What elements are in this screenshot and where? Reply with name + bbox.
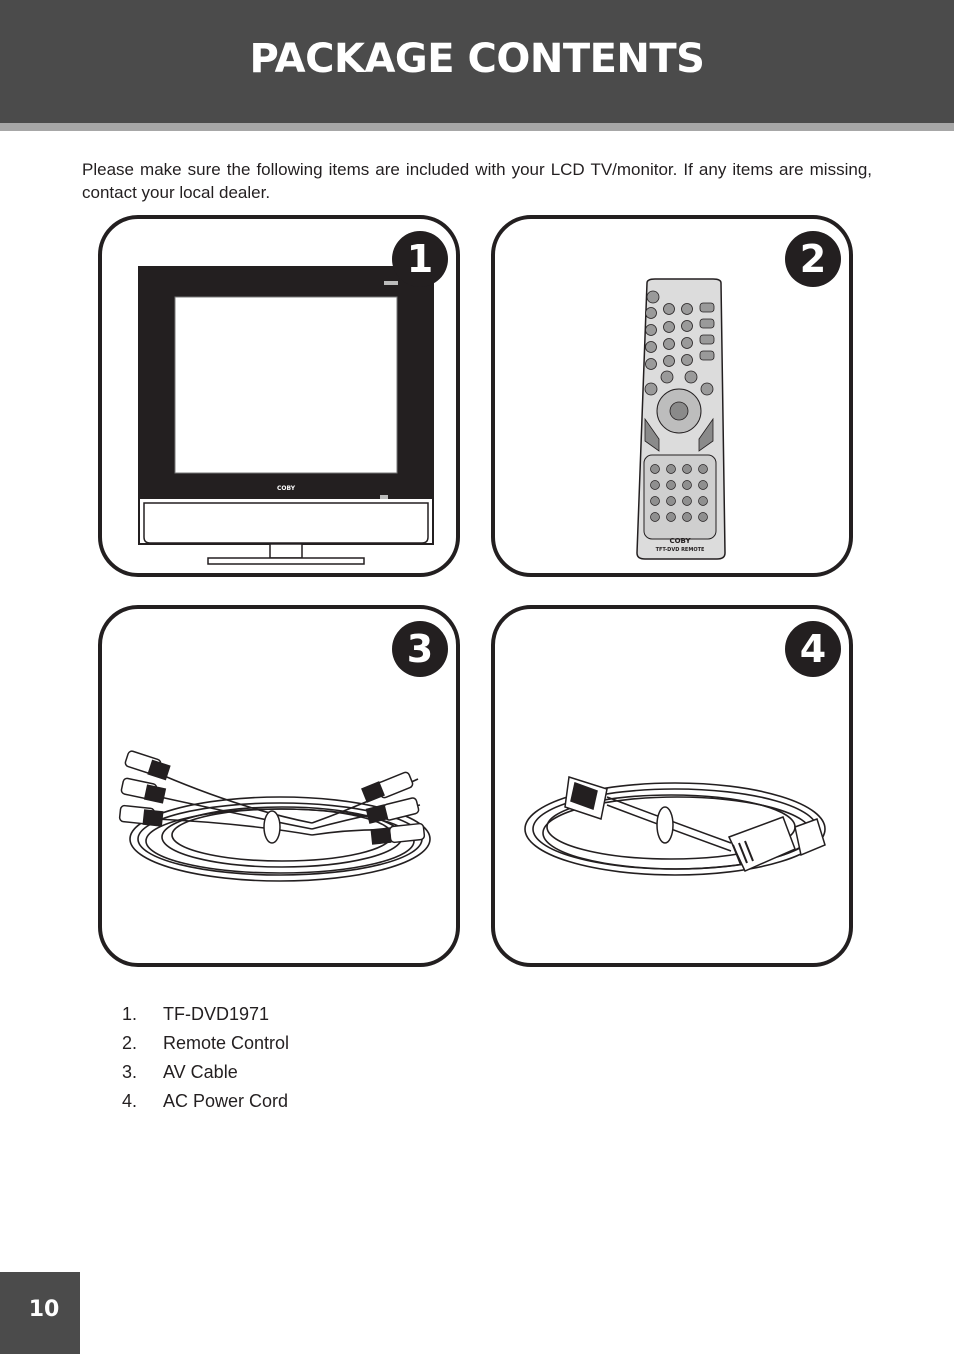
remote-illustration: COBY TFT-DVD REMOTE — [636, 278, 726, 560]
list-item-label: TF-DVD1971 — [163, 1004, 270, 1024]
contents-list: 1. TF-DVD1971 2. Remote Control 3. AV Cable… — [122, 1002, 289, 1118]
page-number: 10 — [28, 1297, 60, 1322]
list-item-label: AV Cable — [163, 1062, 238, 1082]
item-panel-power-cord: 4 — [491, 605, 853, 967]
item-panel-remote: COBY TFT-DVD REMOTE 2 — [491, 215, 853, 577]
page-footer-tab: 10 — [0, 1272, 80, 1354]
list-item-number: 4. — [122, 1091, 138, 1111]
power-cord-illustration — [524, 776, 826, 876]
list-item: 1. TF-DVD1971 — [122, 1002, 289, 1031]
item-number-badge: 1 — [392, 231, 448, 287]
list-item: 3. AV Cable — [122, 1060, 289, 1089]
item-panel-av-cable: 3 — [98, 605, 460, 967]
list-item-number: 2. — [122, 1033, 138, 1053]
item-number-badge: 4 — [785, 621, 841, 677]
item-number-badge: 2 — [785, 231, 841, 287]
item-number-badge: 3 — [392, 621, 448, 677]
item-panel-tv: COBY 1 — [98, 215, 460, 577]
remote-model-label: TFT-DVD REMOTE — [656, 547, 705, 553]
tv-brand-label: COBY — [277, 485, 296, 492]
page-header: PACKAGE CONTENTS — [0, 0, 954, 123]
tv-illustration: COBY — [138, 266, 434, 565]
header-divider — [0, 123, 954, 131]
av-cable-illustration — [118, 750, 431, 882]
list-item-label: Remote Control — [163, 1033, 290, 1053]
list-item: 2. Remote Control — [122, 1031, 289, 1060]
intro-paragraph: Please make sure the following items are… — [82, 160, 872, 202]
page-title: PACKAGE CONTENTS — [249, 36, 705, 82]
remote-brand-label: COBY — [669, 537, 691, 545]
list-item: 4. AC Power Cord — [122, 1089, 289, 1118]
list-item-number: 1. — [122, 1004, 138, 1024]
list-item-label: AC Power Cord — [163, 1091, 289, 1111]
list-item-number: 3. — [122, 1062, 138, 1082]
